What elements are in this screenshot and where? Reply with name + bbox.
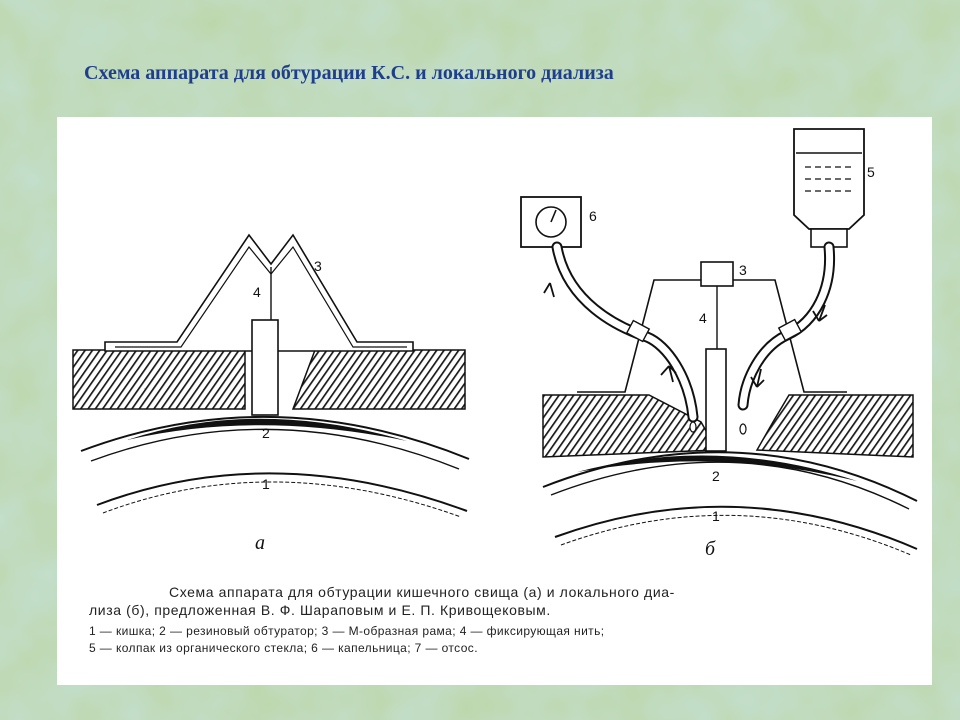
tube-connector-right <box>777 318 803 342</box>
panel-a-label-3: 3 <box>314 258 322 274</box>
tube-connector-left <box>625 319 651 343</box>
panel-b-label-5: 5 <box>867 164 875 180</box>
rubber-obturator-b <box>577 455 857 481</box>
suction-drop-icon <box>689 421 697 433</box>
intestine-lumen-b-2 <box>560 514 912 556</box>
inflow-drop-icon <box>739 423 747 435</box>
caption-line-1: Схема аппарата для обтурации кишечного с… <box>169 584 675 600</box>
obturator-stem-a <box>251 319 279 416</box>
apparatus-diagram: 3 4 2 1 а <box>72 128 918 560</box>
panel-b-label-1: 1 <box>712 508 720 524</box>
panel-b-label-2: 2 <box>712 468 720 484</box>
intestine-inner-b <box>550 461 910 510</box>
tissue-left-a <box>72 349 246 410</box>
panel-b-label-4: 4 <box>699 310 707 326</box>
m-frame-a <box>104 233 414 352</box>
intestine-lumen-a <box>96 472 468 512</box>
panel-b-label-6: 6 <box>589 208 597 224</box>
panel-b-label-3: 3 <box>739 262 747 278</box>
panel-b-diagram: 6 5 3 4 2 1 б <box>520 128 918 560</box>
tissue-right-a <box>291 349 466 410</box>
rubber-obturator-a <box>127 418 407 441</box>
caption-line-2: лиза (б), предложенная В. Ф. Шараповым и… <box>89 602 551 618</box>
obturator-stem-b <box>705 348 727 452</box>
panel-a-diagram: 3 4 2 1 а <box>72 233 470 554</box>
slide-title: Схема аппарата для обтурации К.С. и лока… <box>84 62 614 84</box>
intestine-inner-a <box>90 428 460 470</box>
panel-a-label-4: 4 <box>253 284 261 300</box>
frame-block-b <box>700 261 734 287</box>
panel-b-caption-label: б <box>705 538 716 560</box>
flow-arrow-inflow-down-icon <box>750 368 765 388</box>
caption-legend-line-1: 1 — кишка; 2 — резиновый обтуратор; 3 — … <box>89 624 605 638</box>
dropper-needle-icon <box>550 209 557 223</box>
suction-tube-b-core <box>553 243 697 421</box>
intestine-lumen-a-2 <box>102 481 462 518</box>
figure-panel: 3 4 2 1 а <box>57 117 932 685</box>
intestine-lumen-b <box>554 505 918 550</box>
caption-legend-line-2: 5 — колпак из органического стекла; 6 — … <box>89 641 478 655</box>
intestine-outer-a <box>80 415 470 460</box>
panel-a-label-2: 2 <box>262 425 270 441</box>
flow-arrow-suction-up-icon <box>660 365 677 383</box>
flow-arrow-suction-icon <box>543 282 555 298</box>
flow-arrow-inflow-icon <box>812 304 828 322</box>
figure-caption: Схема аппарата для обтурации кишечного с… <box>89 583 919 657</box>
caption-legend: 1 — кишка; 2 — резиновый обтуратор; 3 — … <box>89 623 919 657</box>
intestine-outer-b <box>542 451 918 502</box>
panel-a-label-1: 1 <box>262 476 270 492</box>
tissue-right-b <box>755 394 914 458</box>
panel-a-caption-label: а <box>255 532 265 554</box>
